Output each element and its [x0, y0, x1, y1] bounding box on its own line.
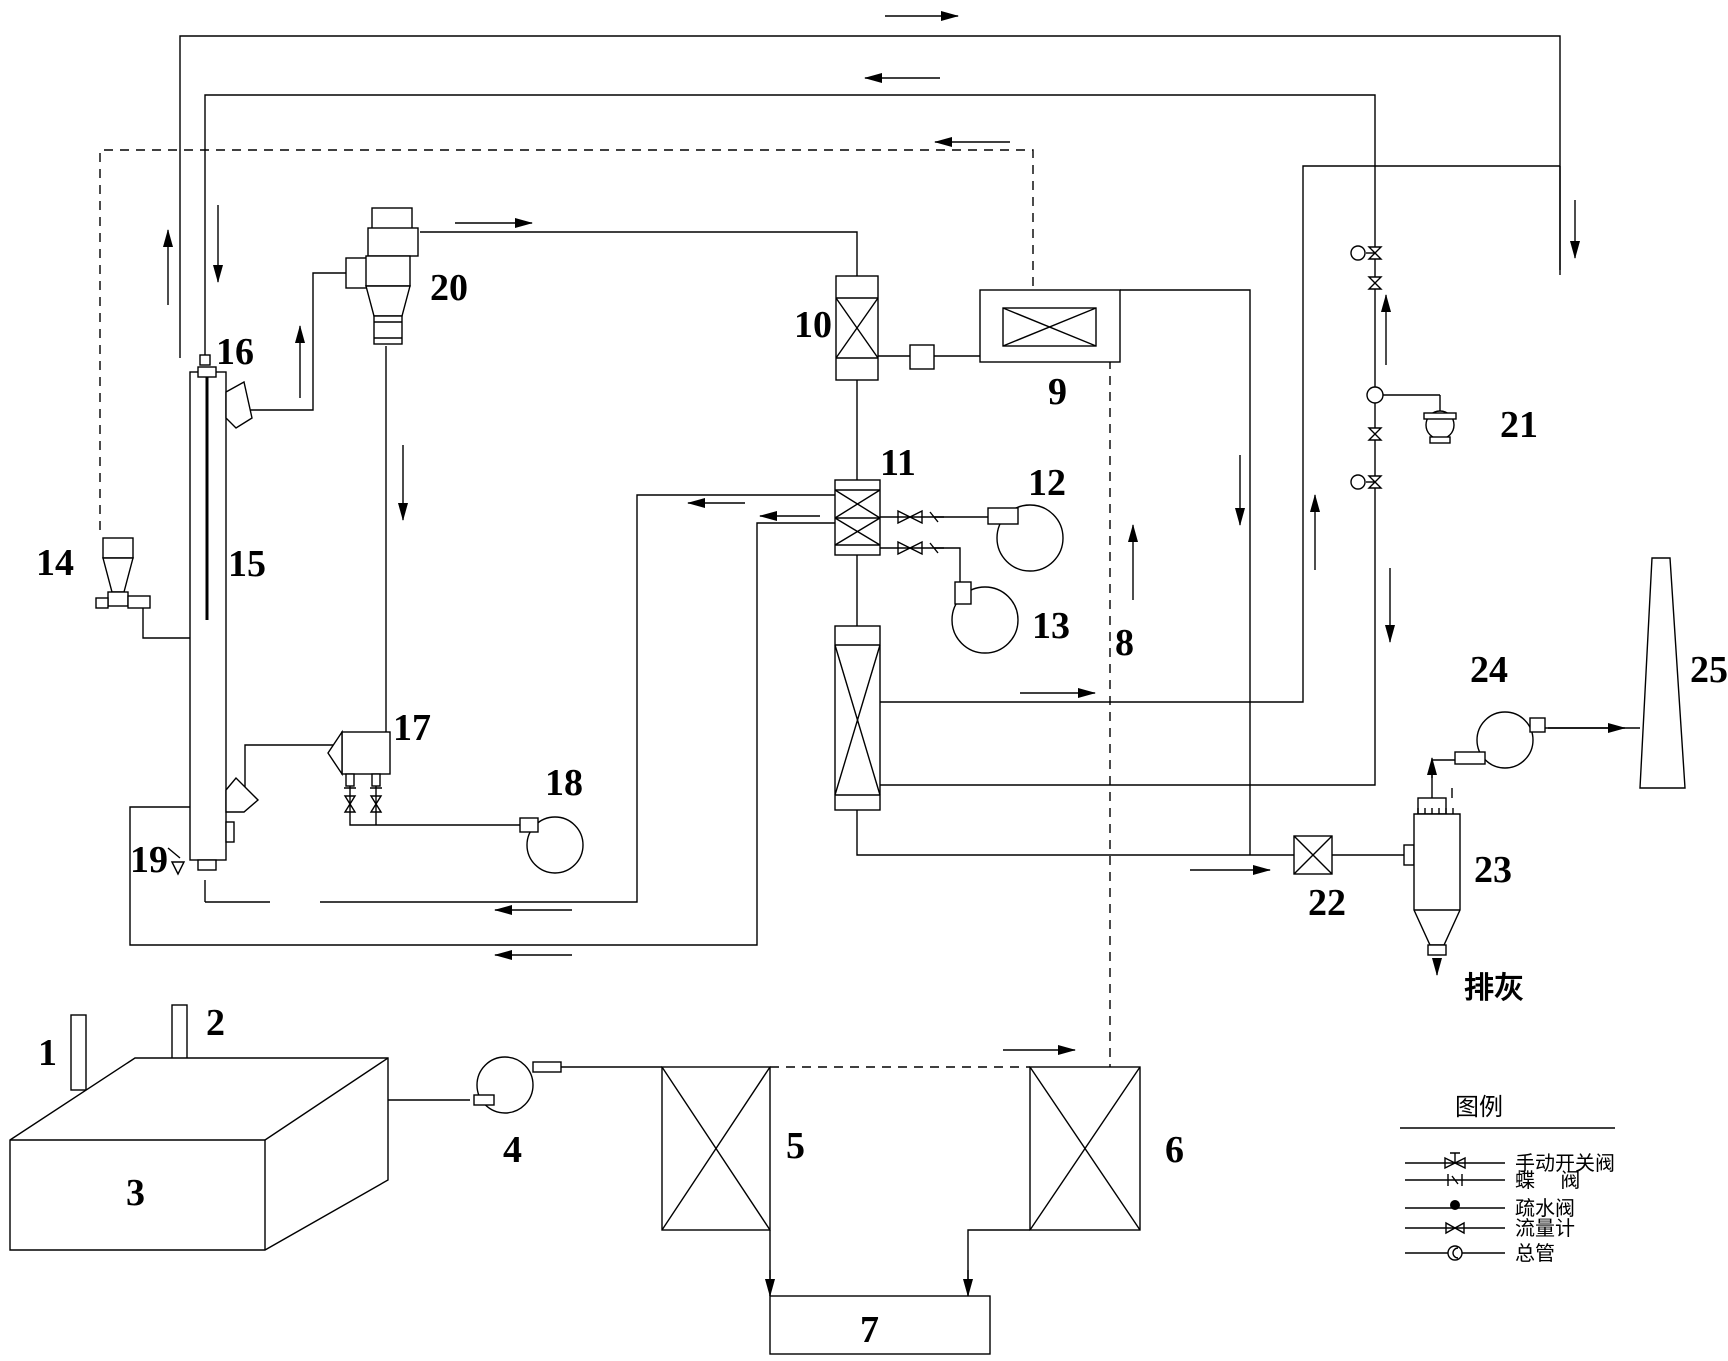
dust-collector-23 — [1403, 788, 1461, 956]
cyclone-20 — [345, 207, 419, 345]
nozzle-16 — [199, 354, 211, 366]
legend-item-main-pipe: 总管 — [1515, 1241, 1555, 1265]
label-9: 9 — [1048, 371, 1067, 413]
unit-7 — [769, 1295, 991, 1355]
legend-item-manual-valve: 手动开关阀 — [1515, 1151, 1615, 1175]
blower-13 — [951, 581, 1019, 654]
ash-discharge-label: 排灰 — [1464, 971, 1524, 1006]
blower-18 — [519, 816, 584, 874]
drain-19 — [167, 847, 186, 876]
manual-valve-icon — [1444, 1152, 1466, 1170]
unit-6 — [1029, 1066, 1141, 1231]
legend-title: 图例 — [1455, 1093, 1503, 1121]
unit-9 — [979, 289, 1121, 363]
label-14: 14 — [36, 542, 74, 584]
unit-10 — [835, 275, 879, 381]
label-6: 6 — [1165, 1129, 1184, 1171]
valve-group-11 — [897, 509, 944, 556]
flow-arrows — [163, 11, 1626, 1297]
label-23: 23 — [1474, 849, 1512, 891]
reactor-column — [189, 366, 260, 871]
unit-5 — [661, 1066, 771, 1231]
chimney-25 — [1639, 557, 1686, 789]
storage-tank — [9, 1057, 389, 1251]
flowmeter-icon — [1445, 1221, 1465, 1235]
label-4: 4 — [503, 1129, 522, 1171]
label-20: 20 — [430, 267, 468, 309]
label-25: 25 — [1690, 649, 1728, 691]
line-valves-21 — [1350, 245, 1383, 490]
label-3: 3 — [126, 1172, 145, 1214]
vent-stack-1 — [70, 1014, 87, 1091]
feed-hopper — [95, 537, 151, 609]
label-13: 13 — [1032, 605, 1070, 647]
main-pipe-icon — [1447, 1245, 1463, 1261]
filter-22 — [1293, 835, 1333, 875]
label-22: 22 — [1308, 882, 1346, 924]
label-5: 5 — [786, 1125, 805, 1167]
label-10: 10 — [794, 304, 832, 346]
label-11: 11 — [880, 442, 916, 484]
feed-pump — [473, 1056, 562, 1114]
blower-12 — [987, 504, 1064, 572]
legend-item-drain-valve: 疏水阀 — [1515, 1196, 1575, 1220]
label-2: 2 — [206, 1002, 225, 1044]
fan-24 — [1454, 711, 1546, 769]
label-12: 12 — [1028, 462, 1066, 504]
label-18: 18 — [545, 762, 583, 804]
label-1: 1 — [38, 1032, 57, 1074]
main-pipe-21 — [1366, 386, 1384, 404]
butterfly-valve-icon — [1447, 1174, 1463, 1186]
pipe-network — [99, 35, 1640, 1296]
label-21: 21 — [1500, 404, 1538, 446]
legend: 图例 手动开关阀 蝶 阀 疏水阀 流量计 总管 — [1400, 1093, 1615, 1265]
label-19: 19 — [130, 839, 168, 881]
label-17: 17 — [393, 707, 431, 749]
junction-box — [909, 344, 935, 370]
label-24: 24 — [1470, 649, 1508, 691]
equipment-labels: 1 2 3 4 5 6 7 8 9 10 11 12 13 14 15 16 1… — [36, 267, 1728, 1351]
unit-11 — [834, 479, 881, 556]
heat-exchanger — [834, 625, 881, 811]
legend-item-flowmeter: 流量计 — [1515, 1216, 1575, 1240]
label-7: 7 — [860, 1309, 879, 1351]
label-16: 16 — [216, 331, 254, 373]
legend-item-butterfly-valve: 蝶 阀 — [1515, 1168, 1580, 1192]
drain-valve-icon — [1450, 1200, 1460, 1210]
pump-21 — [1423, 410, 1457, 444]
label-15: 15 — [228, 543, 266, 585]
separator-17 — [327, 729, 391, 813]
label-8: 8 — [1115, 622, 1134, 664]
